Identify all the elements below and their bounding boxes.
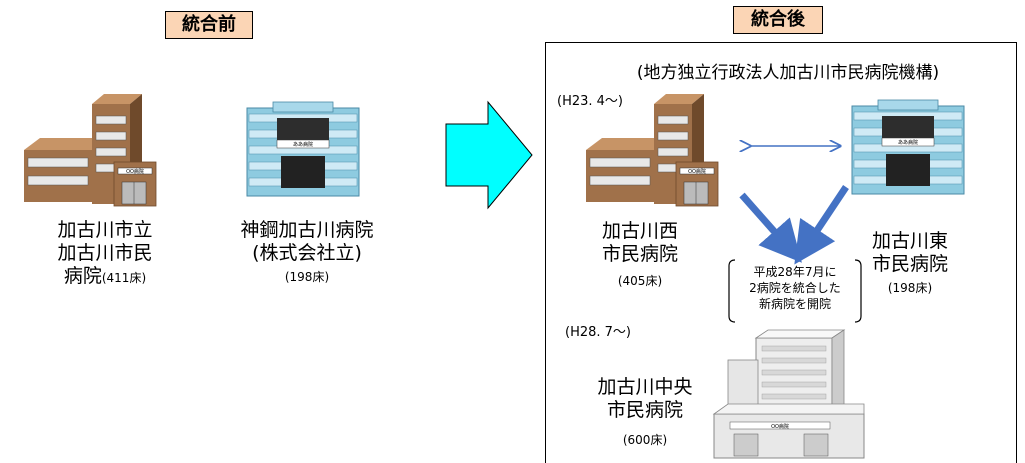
central-hospital-icon: OO病院 [712,329,865,459]
building-sign: ああ病院 [293,141,313,148]
note-brackets [728,259,862,323]
after-tag: 統合後 [733,6,823,34]
merger-note: 平成28年7月に 2病院を統合した 新病院を開院 [749,265,841,311]
hospital2-beds: (198床) [284,270,330,284]
after-frame [545,42,1017,463]
west-hospital-beds: (405床) [617,274,663,288]
hospital1-name: 加古川市立 加古川市民 病院(411床) [57,219,153,287]
merge-arrow-right [794,185,849,265]
east-hospital-name: 加古川東 市民病院 [871,230,948,275]
hospital1-beds: (411床) [101,271,147,285]
period-label-2: (H28. 7～) [565,325,631,340]
central-hospital-beds: (600床) [622,433,668,447]
west-hospital-name: 加古川西 市民病院 [601,220,678,265]
glass-hospital-icon: ああ病院 [246,101,360,197]
east-hospital-beds: (198床) [887,281,933,295]
building-sign: OO病院 [771,423,789,430]
building-sign: ああ病院 [898,139,918,146]
connection-arrows [739,135,849,265]
central-hospital-name: 加古川中央 市民病院 [597,376,693,421]
brick-hospital-icon: OO病院 [24,94,157,207]
period-label-1: (H23. 4～) [557,94,623,109]
hospital2-name: 神鋼加古川病院 (株式会社立) [240,219,374,264]
transition-arrow-icon [445,100,533,210]
organization-name: (地方独立行政法人加古川市民病院機構) [636,63,940,83]
building-sign: OO病院 [688,168,706,175]
building-sign: OO病院 [126,168,144,175]
glass-hospital-icon: ああ病院 [851,99,965,195]
brick-hospital-icon: OO病院 [586,94,719,207]
before-tag: 統合前 [165,11,253,39]
merge-arrow-left [739,192,802,263]
